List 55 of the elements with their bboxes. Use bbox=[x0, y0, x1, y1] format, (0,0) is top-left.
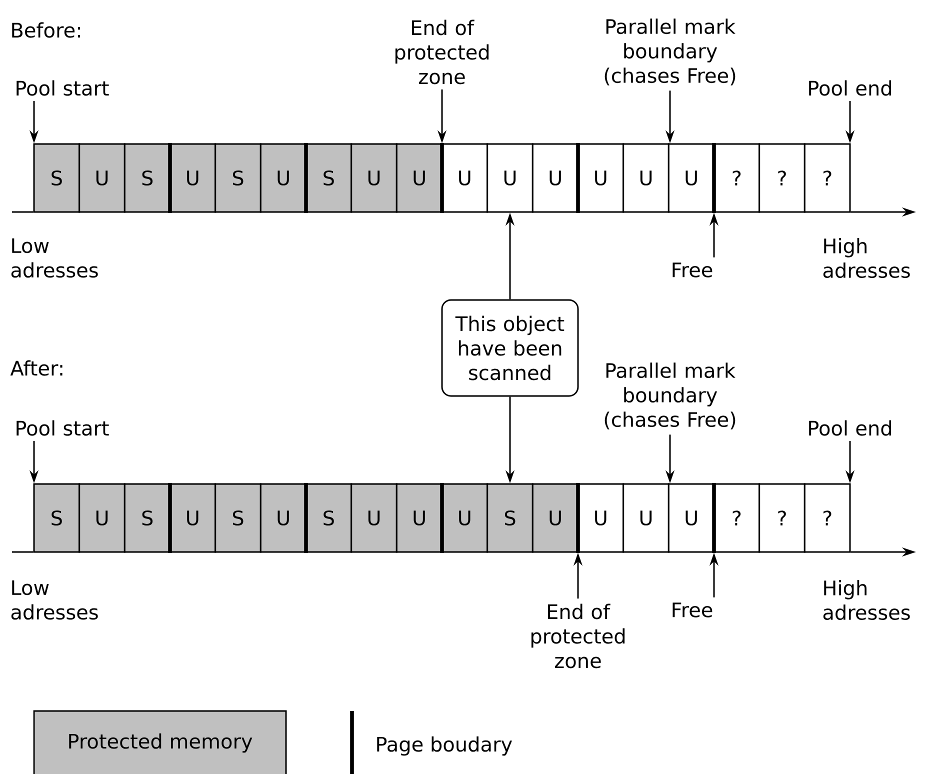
memory-cell: U bbox=[260, 483, 307, 553]
annotation-text: Pool end bbox=[809, 80, 892, 96]
annotation-text: Free bbox=[672, 262, 712, 278]
memory-cell: U bbox=[78, 143, 126, 213]
address-label: High adresses bbox=[823, 580, 910, 620]
annotation-text: End of protected zone bbox=[395, 20, 489, 84]
memory-cell: S bbox=[33, 483, 80, 553]
annotation-text: Pool start bbox=[16, 420, 109, 436]
memory-cell: U bbox=[441, 143, 488, 213]
annotation-text: Parallel mark boundary (chases Free) bbox=[604, 18, 736, 86]
legend-text: Page boudary bbox=[377, 736, 512, 756]
memory-cell: U bbox=[486, 143, 534, 213]
row-heading: Before: bbox=[12, 22, 80, 38]
memory-cell: U bbox=[260, 143, 307, 213]
memory-cell: U bbox=[169, 143, 216, 213]
address-label: Low adresses bbox=[11, 238, 98, 278]
row-heading: After: bbox=[10, 360, 62, 376]
address-label: Low adresses bbox=[11, 580, 98, 620]
annotation-text: Pool start bbox=[16, 80, 109, 96]
memory-cell: ? bbox=[758, 483, 806, 553]
memory-cell: U bbox=[532, 483, 579, 553]
memory-cell: ? bbox=[804, 483, 851, 553]
memory-cell: U bbox=[622, 143, 670, 213]
memory-cell: U bbox=[577, 483, 624, 553]
memory-cell: U bbox=[532, 143, 579, 213]
memory-cell: S bbox=[305, 483, 352, 553]
memory-cell: U bbox=[396, 483, 443, 553]
memory-cell: U bbox=[78, 483, 126, 553]
memory-cell: S bbox=[486, 483, 534, 553]
memory-cell: U bbox=[350, 483, 398, 553]
annotation-text: End of protected zone bbox=[531, 604, 625, 668]
memory-cell: S bbox=[124, 143, 171, 213]
memory-cell: S bbox=[33, 143, 80, 213]
annotation-text: Pool end bbox=[809, 420, 892, 436]
memory-cell: U bbox=[668, 143, 715, 213]
memory-cell: S bbox=[214, 483, 262, 553]
memory-cell: U bbox=[350, 143, 398, 213]
memory-cell: U bbox=[396, 143, 443, 213]
memory-cell: U bbox=[668, 483, 715, 553]
callout-box: This object have been scanned bbox=[441, 299, 579, 397]
memory-cell: ? bbox=[713, 483, 760, 553]
memory-cell: ? bbox=[713, 143, 760, 213]
annotation-text: Free bbox=[672, 602, 712, 618]
legend-text: Protected memory bbox=[69, 733, 252, 753]
memory-cell: U bbox=[169, 483, 216, 553]
memory-cell: U bbox=[577, 143, 624, 213]
address-label: High adresses bbox=[823, 238, 910, 278]
memory-cell: S bbox=[214, 143, 262, 213]
annotation-text: Parallel mark boundary (chases Free) bbox=[604, 362, 736, 430]
memory-cell: U bbox=[441, 483, 488, 553]
memory-cell: ? bbox=[804, 143, 851, 213]
memory-cell: S bbox=[305, 143, 352, 213]
memory-cell: ? bbox=[758, 143, 806, 213]
memory-cell: S bbox=[124, 483, 171, 553]
memory-cell: U bbox=[622, 483, 670, 553]
